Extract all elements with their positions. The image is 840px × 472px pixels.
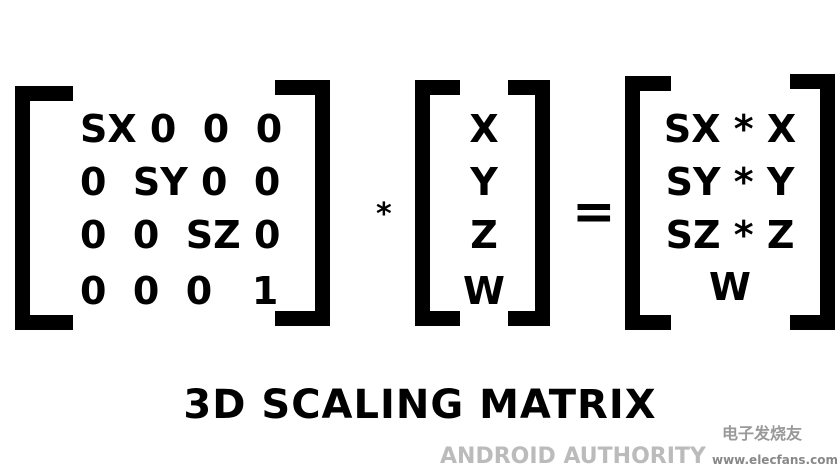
vector-x: X [469, 107, 499, 151]
watermark-brand: ANDROID AUTHORITY [440, 444, 706, 469]
result-right-bracket [790, 74, 835, 330]
result-row-4: W [709, 265, 751, 309]
matrix-left-bracket [15, 86, 73, 330]
matrix-row-4: 0 0 0 1 [80, 269, 279, 313]
matrix-row-1: SX 0 0 0 [80, 107, 283, 151]
vector-w: W [463, 269, 505, 313]
watermark-chinese: 电子发烧友 [722, 424, 803, 443]
diagram-title: 3D SCALING MATRIX [183, 382, 657, 428]
result-row-3: SZ * Z [665, 213, 795, 257]
equals-operator: = [572, 182, 616, 242]
matrix-right-bracket [275, 80, 330, 326]
result-row-1: SX * X [663, 107, 797, 151]
matrix-row-2: 0 SY 0 0 [80, 160, 281, 204]
matrix-row-3: 0 0 SZ 0 [80, 213, 281, 257]
multiply-operator: * [376, 197, 392, 232]
vector-right-bracket [508, 80, 550, 326]
watermark-url: www.elecfans.com [712, 453, 838, 467]
vector-z: Z [470, 213, 498, 257]
vector-y: Y [470, 160, 498, 204]
vector-left-bracket [415, 80, 460, 326]
result-row-2: SY * Y [665, 160, 795, 204]
result-left-bracket [625, 76, 671, 330]
